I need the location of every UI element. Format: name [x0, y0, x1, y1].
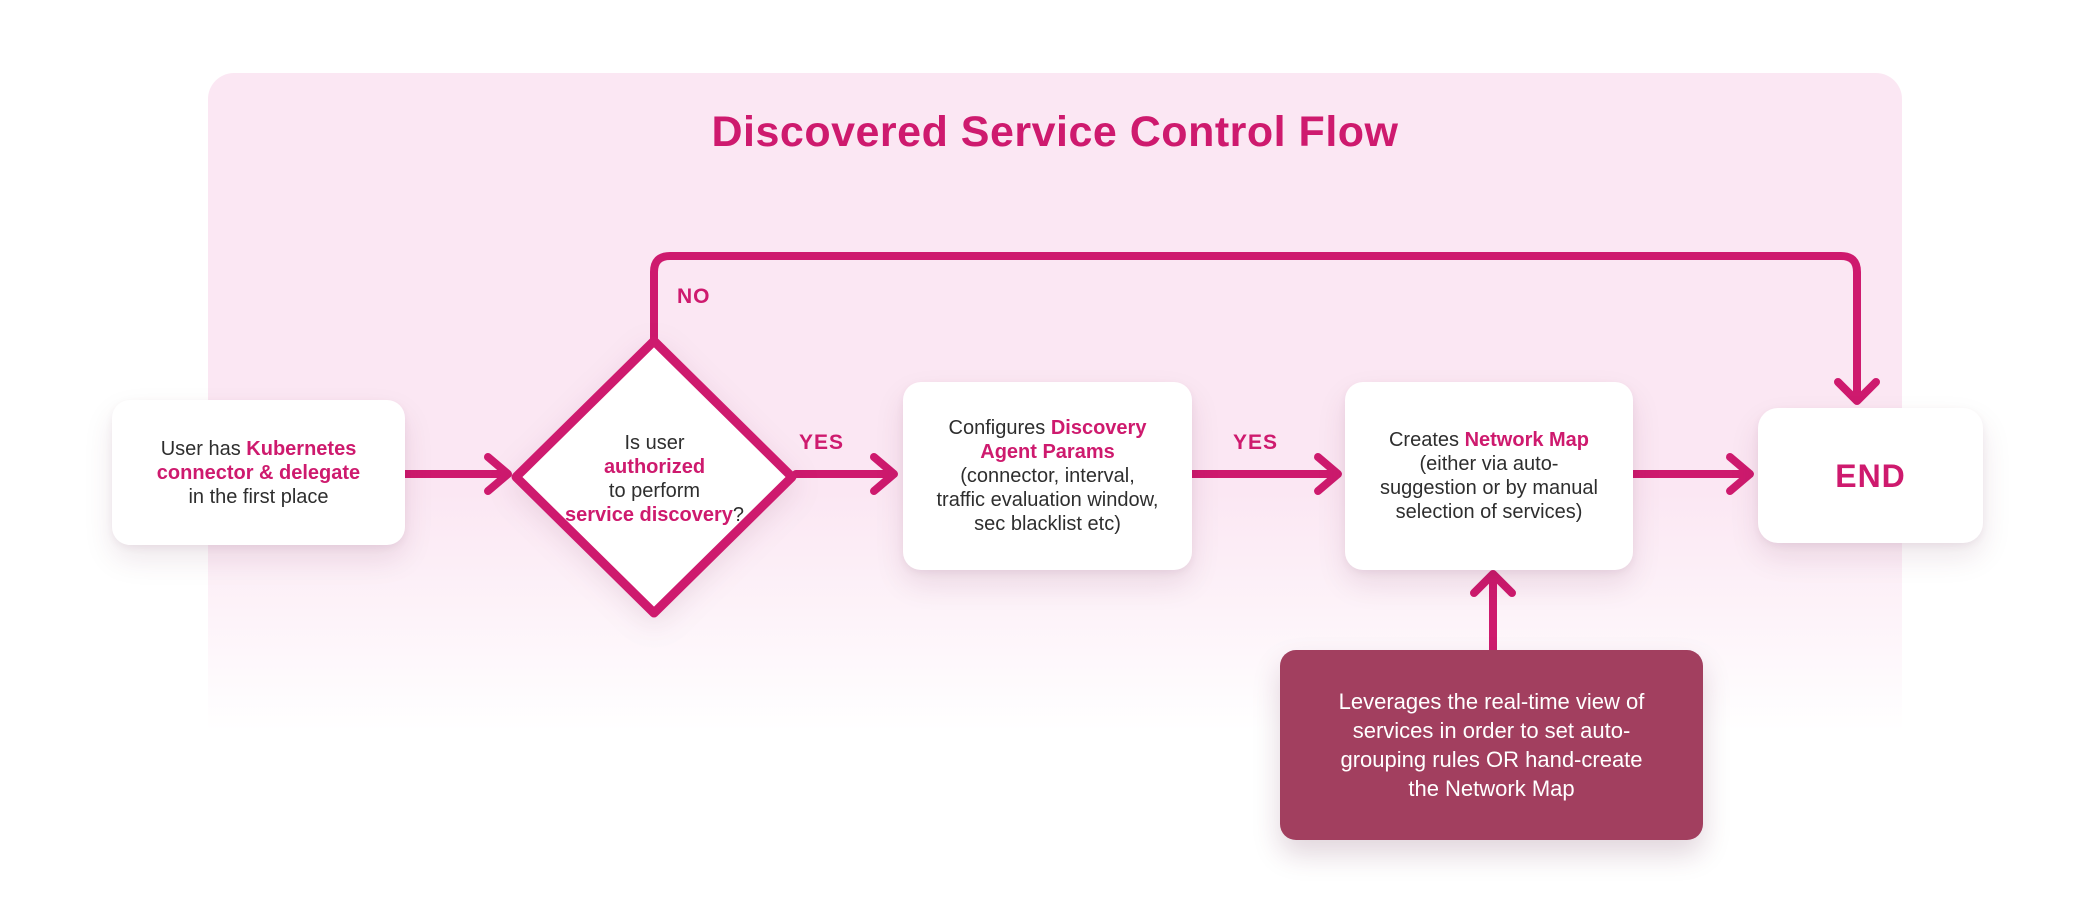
edge-start-decision-arrowhead: [484, 453, 512, 495]
edge-configure-create-arrowhead: [1314, 453, 1342, 495]
edge-label-yes-2: YES: [1233, 431, 1279, 454]
edge-create-end-arrowhead: [1726, 453, 1754, 495]
edge-no-loop: [650, 252, 1861, 400]
page-title: Discovered Service Control Flow: [711, 108, 1399, 156]
edge-label-no: NO: [677, 285, 711, 308]
edge-label-yes-1: YES: [799, 431, 845, 454]
edge-note-create-arrowhead: [1470, 570, 1516, 597]
node-end: END: [1758, 408, 1983, 543]
node-create-network-map: Creates Network Map(either via auto-sugg…: [1345, 382, 1633, 570]
decision-diamond-shape: [511, 336, 797, 618]
edge-no-loop-arrowhead: [1834, 378, 1880, 405]
edge-decision-configure-arrowhead: [870, 453, 898, 495]
